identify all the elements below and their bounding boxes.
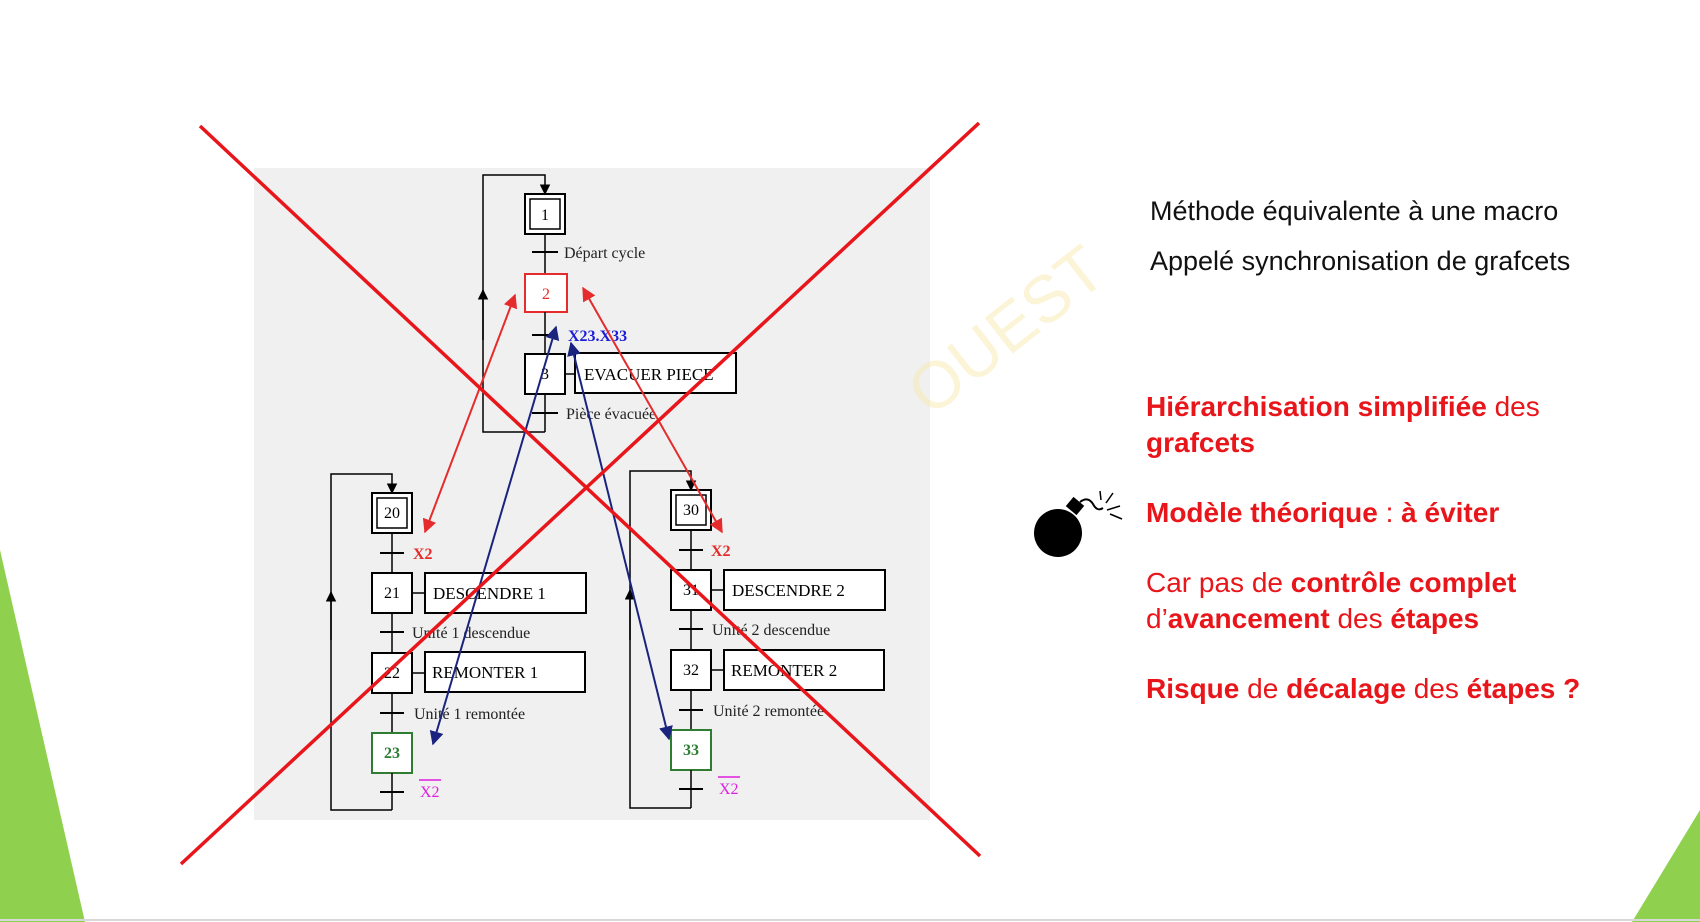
- cross-line-down: [198, 124, 982, 858]
- green-accent-right: [1632, 810, 1700, 922]
- modele-normal: :: [1377, 497, 1402, 528]
- text-line-2: Appelé synchronisation de grafcets: [1150, 246, 1571, 276]
- green-accent-left: [0, 550, 85, 922]
- modele-bold-2: à éviter: [1401, 497, 1500, 528]
- action-31-label: DESCENDRE 2: [732, 581, 845, 600]
- loop-20-back: [330, 473, 398, 811]
- step-1-label: 1: [541, 207, 549, 224]
- controle-normal-2: d’: [1146, 603, 1168, 634]
- action-32: [723, 649, 885, 691]
- modele-bold: Modèle théorique: [1146, 497, 1378, 528]
- step-22-label: 22: [384, 665, 400, 682]
- step-20-label: 20: [384, 505, 400, 522]
- text-line-1: Méthode équivalente à une macro: [1150, 196, 1559, 226]
- action-3-label: EVACUER PIECE: [584, 365, 714, 384]
- step-21-label: 21: [384, 585, 400, 602]
- action-22-label: REMONTER 1: [432, 663, 538, 682]
- risque-bold-2: décalage: [1286, 673, 1406, 704]
- transition-1-label: Départ cycle: [564, 245, 645, 262]
- step-32-label: 32: [683, 662, 699, 679]
- sync-arrow-blue-left: [429, 325, 560, 746]
- sync-arrow-blue-right: [567, 341, 673, 741]
- controle-normal-3: des: [1329, 603, 1391, 634]
- bomb-icon: [1034, 490, 1123, 557]
- step-23-label: 23: [384, 745, 400, 762]
- transition-2-label: X23.X33: [568, 328, 627, 345]
- hierarchisation-normal: des: [1486, 391, 1540, 422]
- action-31: [723, 569, 886, 611]
- transition-22-label: Unité 1 remontée: [414, 706, 525, 723]
- controle-normal-1: Car pas de: [1146, 567, 1291, 598]
- controle-bold-1: contrôle complet: [1290, 567, 1517, 598]
- controle-bold-3: étapes: [1390, 603, 1480, 634]
- action-21-label: DESCENDRE 1: [433, 584, 546, 603]
- controle-bold-2: avancement: [1167, 603, 1330, 634]
- hierarchisation-bold-2: grafcets: [1146, 427, 1255, 458]
- transition-30-label: X2: [711, 543, 731, 560]
- transition-20-label: X2: [413, 546, 433, 563]
- hierarchisation-text: Hiérarchisation simplifiée des grafcets: [1146, 389, 1646, 461]
- hierarchisation-bold: Hiérarchisation simplifiée: [1146, 391, 1487, 422]
- step-30-label: 30: [683, 502, 699, 519]
- transition-23-label: X2: [420, 784, 440, 801]
- step-1-inner: [529, 198, 561, 230]
- risque-normal-1: de: [1239, 673, 1287, 704]
- step-33-label: 33: [683, 742, 699, 759]
- risque-bold-1: Risque: [1146, 673, 1240, 704]
- transition-31-label: Unité 2 descendue: [712, 622, 830, 639]
- transition-32-label: Unité 2 remontée: [713, 703, 824, 720]
- risque-bold-3: étapes ?: [1466, 673, 1581, 704]
- step-2: [524, 273, 568, 313]
- cross-line-up: [179, 121, 981, 866]
- step-20-inner: [376, 497, 408, 529]
- step-31-label: 31: [683, 582, 699, 599]
- risque-text: Risque de décalage des étapes ?: [1146, 671, 1646, 707]
- transition-3-label: Pièce évacuée: [566, 406, 656, 423]
- modele-text: Modèle théorique : à éviter: [1146, 495, 1646, 531]
- risque-normal-2: des: [1405, 673, 1467, 704]
- step-23: [371, 732, 413, 774]
- transition-33-label: X2: [719, 781, 739, 798]
- step-2-label: 2: [542, 286, 550, 303]
